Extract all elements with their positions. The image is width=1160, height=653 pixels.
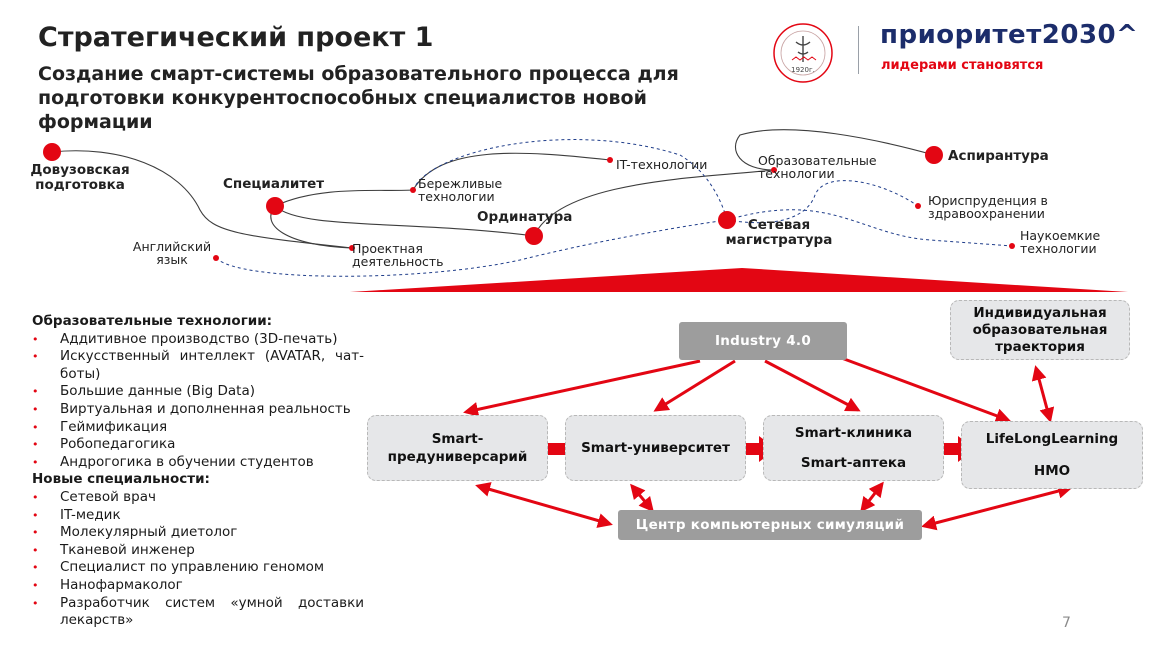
edge-set-nauk	[726, 209, 1013, 247]
list-item-edu-tech: Виртуальная и дополненная реальность	[32, 401, 364, 419]
leaf-nauk-dot	[1009, 243, 1015, 249]
page-subtitle: Создание смарт-системы образовательного …	[38, 63, 679, 133]
list-item-new-spec: Нанофармаколог	[32, 577, 364, 595]
lifelong-learning-box: LifeLongLearning НМО	[961, 421, 1143, 489]
node-aspirantura: Аспирантура	[948, 148, 1049, 164]
leaf-berezhlivye: Бережливые технологии	[418, 176, 503, 204]
nmo-label: НМО	[1033, 463, 1071, 479]
leaf-it: IT-технологии	[616, 157, 708, 172]
node-dovuzovskaya: Довузовская подготовка	[30, 162, 130, 193]
leaf-obr-dot	[771, 167, 777, 173]
arrow-uni-sim	[630, 483, 654, 513]
list-item-edu-tech: Робопедагогика	[32, 436, 364, 454]
list-item-new-spec: Специалист по управлению геномом	[32, 559, 364, 577]
page-title: Стратегический проект 1	[38, 22, 434, 53]
leaf-naukoemkie: Наукоемкие технологии	[1020, 228, 1101, 256]
list-item-new-spec: Молекулярный диетолог	[32, 524, 364, 542]
list-item-new-spec: IT-медик	[32, 507, 364, 525]
smart-clinic-pharmacy-box: Smart-клиника Smart-аптека	[763, 415, 944, 481]
node-ordinatura: Ординатура	[477, 209, 573, 225]
leaf-berezh-dot	[410, 187, 416, 193]
node-specialitet: Специалитет	[223, 176, 325, 192]
new-spec-list: Сетевой врачIT-медикМолекулярный диетоло…	[32, 489, 364, 630]
node-ord-dot	[525, 227, 543, 245]
list-item-new-spec: Разработчик систем «умной доставки лекар…	[32, 595, 364, 630]
leaf-proektnaya: Проектная деятельность	[352, 241, 444, 269]
lists-panel: Образовательные технологии: Аддитивное п…	[32, 313, 364, 630]
list-item-new-spec: Тканевой инженер	[32, 542, 364, 560]
smart-pre-university-box: Smart-предуниверсарий	[367, 415, 548, 481]
edu-tech-heading: Образовательные технологии:	[32, 313, 273, 329]
edge-berezh-set	[412, 139, 728, 221]
leaf-obrazovatelnye: Образовательные технологии	[758, 153, 877, 181]
list-item-new-spec: Сетевой врач	[32, 489, 364, 507]
leaf-yur-dot	[915, 203, 921, 209]
list-item-edu-tech: Аддитивное производство (3D-печать)	[32, 331, 364, 349]
arrow-sim-lifelong	[921, 483, 1073, 531]
node-setevaya: Сетевая магистратура	[725, 217, 833, 248]
list-item-edu-tech: Геймификация	[32, 419, 364, 437]
university-seal-logo: 1920г.	[772, 22, 834, 84]
leaf-proekt-dot	[349, 245, 355, 251]
smart-clinic-label: Smart-клиника	[794, 425, 913, 441]
node-asp-dot	[925, 146, 943, 164]
edge-angl-set	[215, 219, 728, 277]
arrow-industry-pre	[463, 359, 701, 417]
edu-tech-list: Аддитивное производство (3D-печать)Искус…	[32, 331, 364, 472]
arrow-individual-lifelong	[1031, 365, 1055, 423]
arrow-industry-clinic	[764, 359, 861, 412]
leaf-it-dot	[607, 157, 613, 163]
node-spec-dot	[266, 197, 284, 215]
brand-name: приоритет2030^	[880, 20, 1139, 50]
edge-dovuz-proekt	[51, 150, 353, 249]
individual-trajectory-box: Индивидуальная образовательная траектори…	[950, 300, 1130, 360]
brand-tagline: лидерами становятся	[881, 58, 1044, 73]
arrow-pre-sim	[475, 482, 613, 528]
smart-pharmacy-label: Smart-аптека	[800, 455, 907, 471]
node-set-dot	[718, 211, 736, 229]
list-item-edu-tech: Искусственный интеллект (AVATAR, чат-бот…	[32, 348, 364, 383]
arrow-industry-lifelong	[819, 348, 1011, 423]
red-wedge	[350, 268, 1128, 292]
simulation-center-box: Центр компьютерных симуляций	[618, 510, 922, 540]
edge-spec-berezh	[274, 189, 414, 207]
page-number: 7	[1062, 615, 1071, 631]
seal-year: 1920г.	[791, 66, 815, 74]
list-item-edu-tech: Большие данные (Big Data)	[32, 383, 364, 401]
logo-divider	[858, 26, 859, 74]
leaf-angl-dot	[213, 255, 219, 261]
industry-box: Industry 4.0	[679, 322, 847, 360]
node-dovuz-dot	[43, 143, 61, 161]
edge-ord-obr	[533, 169, 775, 237]
arrow-clinic-sim	[860, 481, 884, 513]
list-item-edu-tech: Андрогогика в обучении студентов	[32, 454, 364, 472]
edge-set-yur	[726, 180, 919, 224]
arrow-industry-uni	[653, 359, 736, 412]
new-spec-heading: Новые специальности:	[32, 471, 210, 488]
smart-university-box: Smart-университет	[565, 415, 746, 481]
edge-asp-obr	[734, 129, 935, 171]
edge-spec-ord	[274, 205, 535, 237]
leaf-yurisprudentsiya: Юриспруденция в здравоохранении	[928, 193, 1048, 221]
leaf-angliyskiy: Английский язык	[132, 239, 212, 267]
lifelong-label: LifeLongLearning	[985, 431, 1119, 447]
